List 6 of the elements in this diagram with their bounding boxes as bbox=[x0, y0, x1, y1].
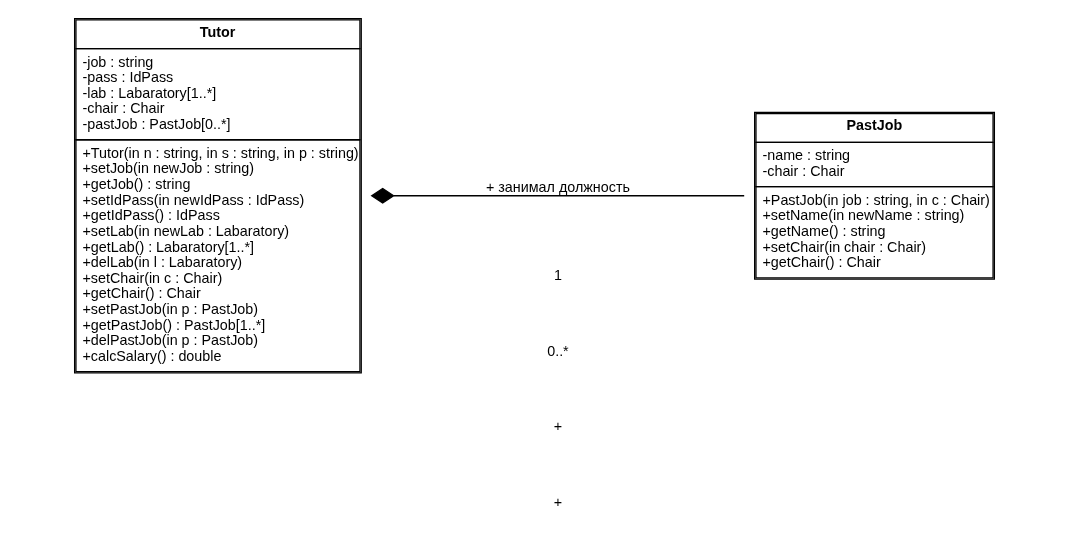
connector bbox=[370, 187, 745, 204]
edge-label: + занимал должность bbox=[485, 178, 630, 195]
label: 0..* bbox=[546, 342, 569, 359]
label: + bbox=[553, 418, 562, 435]
label: 1 bbox=[553, 267, 562, 284]
label: + bbox=[553, 493, 562, 510]
